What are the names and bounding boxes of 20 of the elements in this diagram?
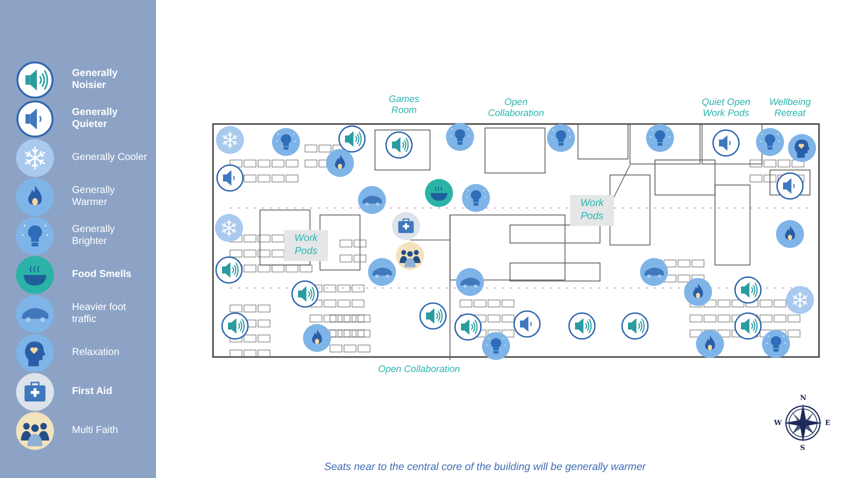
zone-label: Work Pods — [579, 198, 605, 223]
legend-label: Generally Warmer — [72, 184, 116, 210]
zone-label: Open Collaboration — [377, 364, 461, 376]
legend-label: Generally Brighter — [72, 224, 116, 248]
legend-label: First Aid — [72, 386, 114, 398]
zone-label-box — [570, 195, 614, 226]
zone-label-box — [284, 230, 328, 261]
zone-label: Wellbeing Retreat — [768, 97, 812, 120]
legend-label: Relaxation — [72, 346, 120, 360]
zone-label: Quiet Open Work Pods — [700, 97, 752, 120]
legend-label: Heavier foot traffic — [72, 302, 127, 326]
zone-label: Open Collaboration — [487, 97, 545, 120]
legend-label: Generally Noisier — [72, 68, 119, 92]
legend-label: Generally Quieter — [72, 106, 119, 132]
caption: Seats near to the central core of the building will be generally warmer — [323, 461, 647, 473]
zone-label: Work Pods — [293, 233, 319, 258]
zone-label: Games Room — [388, 94, 420, 117]
legend-label: Food Smells — [72, 268, 132, 282]
legend-label: Generally Cooler — [72, 152, 148, 164]
legend-label: Multi Faith — [72, 424, 120, 438]
